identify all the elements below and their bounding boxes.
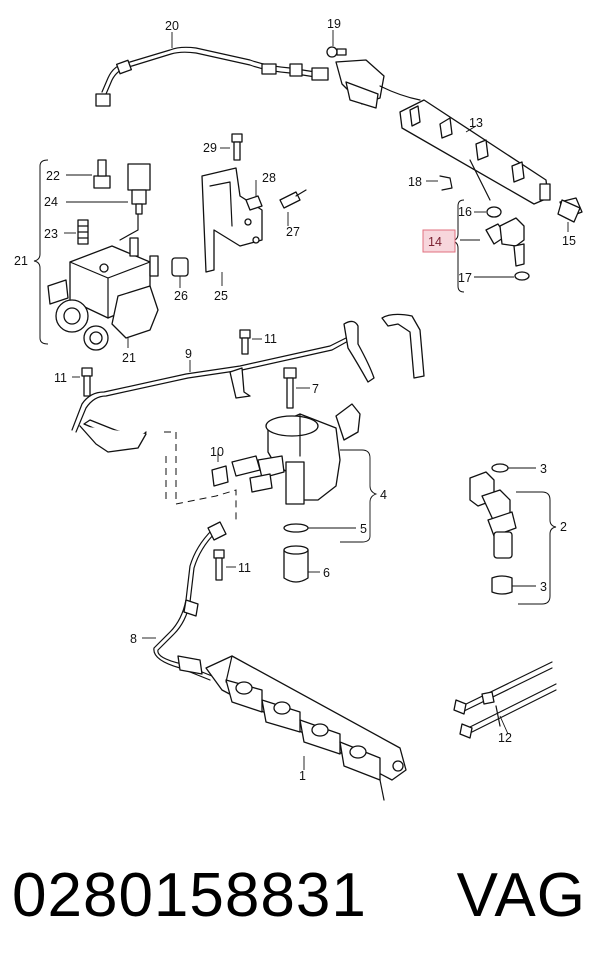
callout-10: 10 (210, 445, 224, 459)
callout-16: 17 (458, 271, 472, 285)
bracket-25 (201, 167, 263, 286)
callout-18: 18 (408, 175, 422, 189)
sleeve-6 (283, 545, 320, 583)
screw-23 (64, 219, 89, 245)
callout-14[interactable]: 14 (428, 235, 442, 249)
bolt-7 (283, 367, 310, 409)
callout-6: 6 (323, 566, 330, 580)
callout-3b: 3 (540, 580, 547, 594)
callout-28: 28 (262, 171, 276, 185)
high-pressure-block-21 (33, 159, 159, 351)
callout-12: 12 (498, 731, 512, 745)
callout-1: 1 (299, 769, 306, 783)
callout-27: 27 (286, 225, 300, 239)
fuel-rail-13 (335, 59, 583, 219)
injector-2 (469, 463, 557, 605)
callout-11c: 11 (238, 561, 251, 575)
callout-24: 24 (44, 195, 58, 209)
callout-25: 25 (214, 289, 228, 303)
pressure-sensor-17 (557, 199, 581, 232)
dashed-boundary (164, 431, 237, 524)
callout-14-highlight (422, 229, 456, 253)
bolt-11b (239, 329, 262, 355)
callout-2: 2 (560, 520, 567, 534)
callout-22: 22 (46, 169, 60, 183)
bolt-11a (72, 367, 93, 397)
connector-10 (211, 452, 261, 487)
callout-3a: 3 (540, 462, 547, 476)
brand-name: VAG (456, 861, 586, 930)
callout-11b: 11 (54, 371, 67, 385)
part-number: 0280158831 (12, 861, 367, 930)
fuel-line-8 (142, 521, 227, 681)
sleeve-26 (171, 257, 189, 288)
callout-7: 7 (312, 382, 319, 396)
callout-23: 23 (44, 227, 58, 241)
callout-26: 26 (174, 289, 188, 303)
high-pressure-pump-4 (249, 403, 378, 543)
callout-29: 29 (203, 141, 217, 155)
callout-15: 16 (458, 205, 472, 219)
lines-12 (453, 661, 557, 739)
callout-20: 20 (165, 19, 179, 33)
nut-28 (245, 180, 263, 211)
callout-21b: 21 (122, 351, 136, 365)
callout-9: 9 (185, 347, 192, 361)
bolt-29 (220, 133, 243, 161)
bolt-19 (326, 30, 347, 58)
callout-4: 4 (380, 488, 387, 502)
callout-17: 15 (562, 234, 576, 248)
fuel-line-20 (95, 32, 329, 107)
callout-21a: 21 (14, 254, 28, 268)
callout-19: 19 (327, 17, 341, 31)
callout-13: 13 (469, 116, 483, 130)
injector-group-14 (451, 159, 530, 293)
callout-5: 5 (360, 522, 367, 536)
sensor-24 (66, 163, 151, 241)
footer: 0280158831 VAG (0, 858, 600, 938)
bolt-27 (279, 189, 307, 226)
fuel-rail-1 (205, 655, 407, 801)
callout-11a: 11 (264, 332, 277, 346)
bolt-11c (213, 549, 236, 581)
seal-5 (283, 523, 356, 533)
callout-8: 8 (130, 632, 137, 646)
screw-22 (66, 159, 111, 189)
fuel-line-9 (71, 313, 425, 453)
clip-18 (426, 175, 453, 191)
